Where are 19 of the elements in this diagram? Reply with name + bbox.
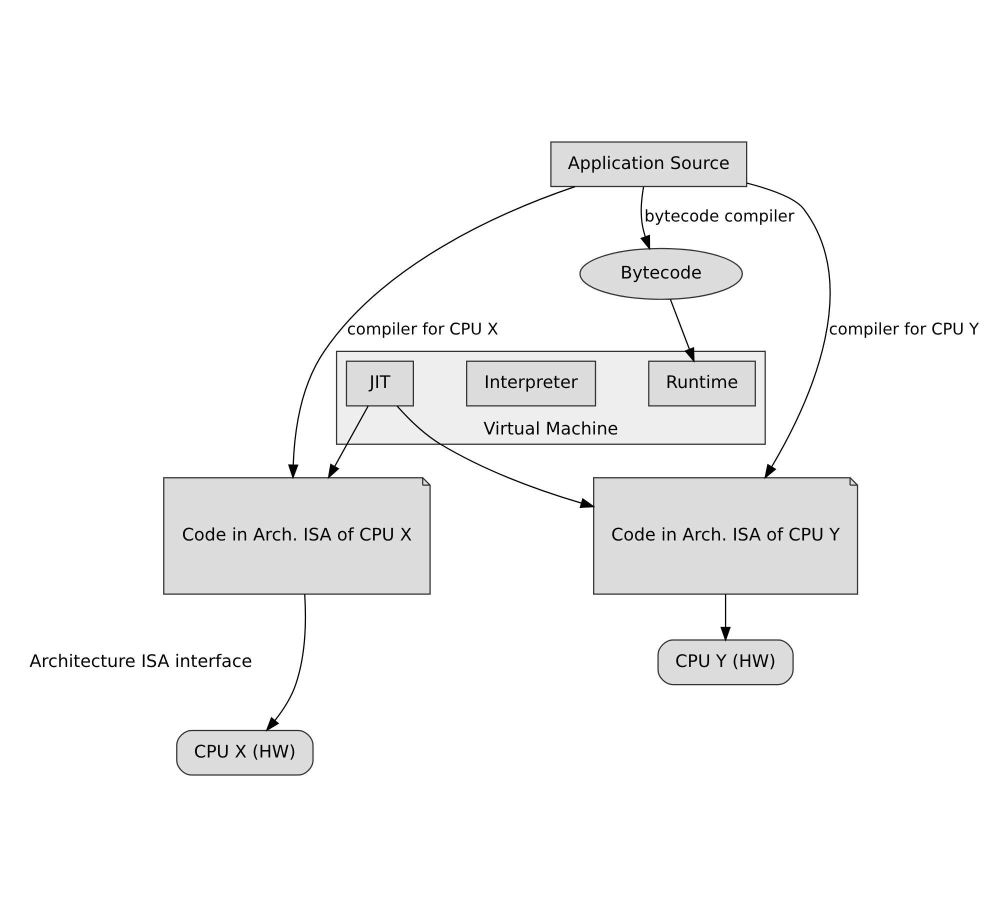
node-box: Runtime bbox=[648, 360, 756, 406]
node-ellipse: Bytecode bbox=[579, 248, 743, 300]
arrow bbox=[396, 406, 596, 508]
arrow bbox=[328, 406, 369, 480]
arrow bbox=[746, 182, 831, 480]
label: Architecture ISA interface bbox=[29, 652, 252, 672]
edge-label: bytecode compiler bbox=[644, 206, 794, 226]
arrow bbox=[720, 594, 731, 642]
node-box: CPU Y (HW) bbox=[657, 639, 794, 686]
node-box: JIT bbox=[346, 360, 414, 406]
node-box: CPU X (HW) bbox=[176, 730, 314, 776]
node-box: Interpreter bbox=[466, 360, 596, 406]
arrow bbox=[288, 186, 576, 480]
arrow bbox=[266, 594, 306, 732]
arrow bbox=[670, 299, 695, 363]
arrow bbox=[640, 186, 650, 250]
edge-label: compiler for CPU X bbox=[347, 319, 498, 338]
node-box: Application Source bbox=[550, 141, 748, 188]
edge-label: compiler for CPU Y bbox=[828, 319, 980, 338]
